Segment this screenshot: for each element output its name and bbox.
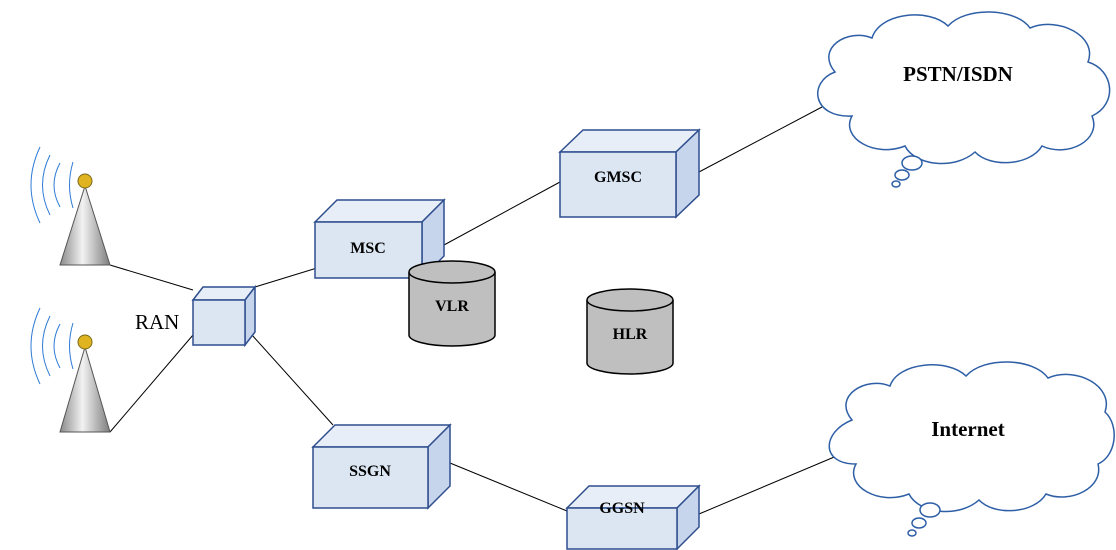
msc-label: MSC (350, 240, 386, 257)
msc-box (313, 198, 446, 280)
link-ran-ssgn (251, 334, 334, 426)
connection-lines (109, 106, 840, 515)
link-msc-gmsc (443, 181, 561, 246)
ggsn-label: GGSN (599, 500, 645, 517)
ssgn-label: SSGN (349, 463, 391, 480)
link-ran-msc (254, 267, 318, 288)
gmsc-box (558, 128, 701, 219)
ssgn-box (311, 423, 452, 510)
ran-box (191, 284, 257, 348)
hlr-database (586, 288, 674, 375)
vlr-database (408, 260, 496, 347)
internet-label: Internet (931, 417, 1004, 441)
hlr-label: HLR (613, 326, 648, 343)
gmsc-label: GMSC (594, 169, 642, 186)
cloud-icon (817, 11, 1111, 188)
link-ggsn-internet (698, 454, 840, 515)
link-antenna1-ran (109, 264, 194, 291)
cloud-icon (828, 361, 1115, 537)
vlr-label: VLR (435, 298, 469, 315)
link-antenna2-ran (109, 334, 194, 433)
pstn-isdn-label: PSTN/ISDN (903, 62, 1013, 86)
link-gmsc-pstn (698, 106, 823, 173)
ggsn-box (565, 484, 701, 550)
antenna-icon (30, 307, 111, 433)
antenna-icon (30, 146, 111, 266)
link-ssgn-ggsn (449, 462, 568, 512)
ran-label: RAN (135, 310, 179, 334)
